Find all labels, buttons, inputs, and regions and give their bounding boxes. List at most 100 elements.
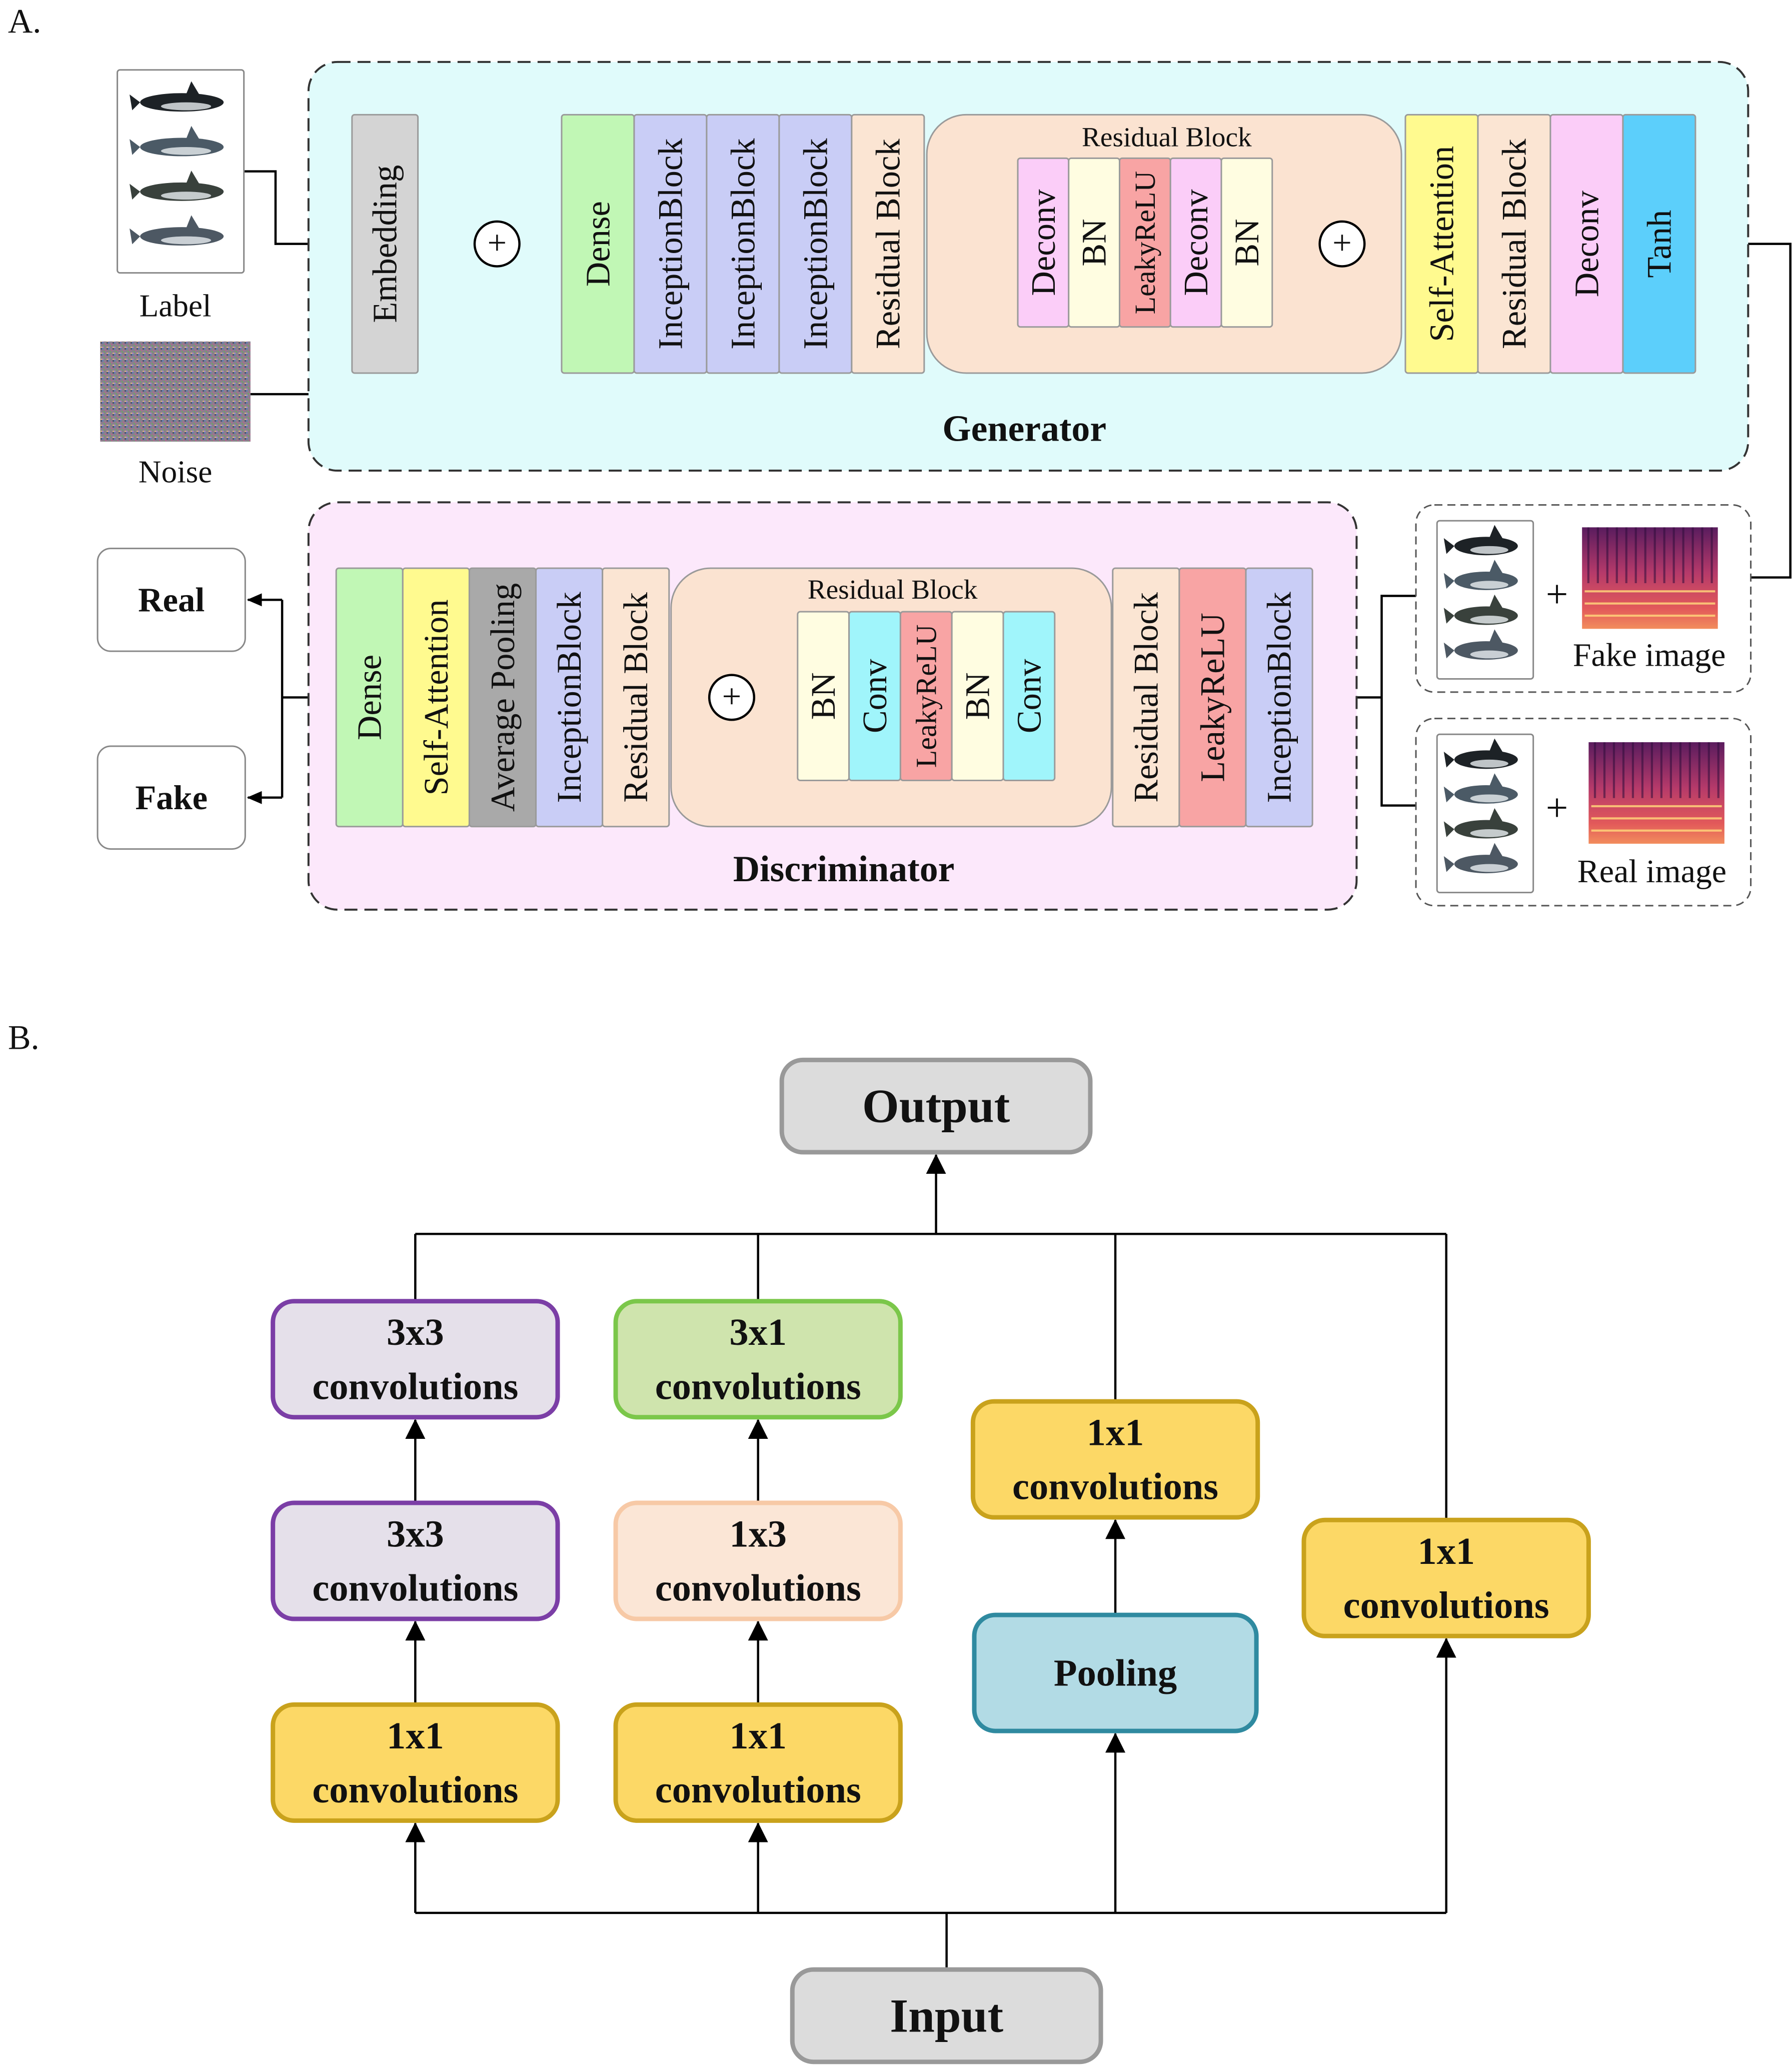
fake-spectrogram — [1582, 527, 1718, 629]
label-caption: Label — [140, 289, 212, 324]
real-sample-label-image-whale-4 — [1443, 843, 1518, 874]
generator-residual-layer-1-label: Deconv — [1024, 189, 1062, 296]
discriminator-residual-layer-1-label: BN — [804, 672, 842, 720]
branch-1-node-3 — [271, 1299, 560, 1420]
panel-a-letter: A. — [8, 2, 42, 40]
fake-sample-label-image-whale-2 — [1443, 560, 1518, 590]
label-image-whale-4 — [130, 215, 224, 246]
real-sample-label-image-whale-1 — [1443, 738, 1518, 769]
generator-tail-block-4-label: Tanh — [1640, 210, 1678, 278]
discriminator-residual-layer-2-label: Conv — [856, 659, 894, 733]
output-node-label: Output — [862, 1080, 1010, 1133]
discriminator-residual-layer-5-label: Conv — [1010, 659, 1048, 733]
fake-sample-label-image-whale-4 — [1443, 629, 1518, 660]
branch-1-node-2 — [271, 1500, 560, 1621]
generator-residual-sum-node-symbol: + — [1332, 224, 1352, 262]
real-output-box — [97, 548, 246, 652]
fake-sample-label-image — [1436, 520, 1534, 680]
boxes-layer — [97, 61, 1752, 2064]
fake-sample-plus: + — [1546, 573, 1568, 616]
label-image-whale-3 — [130, 171, 224, 201]
branch-3-node-1 — [972, 1612, 1259, 1733]
label-image — [117, 69, 245, 274]
fake-output-box — [97, 745, 246, 850]
noise-caption: Noise — [139, 455, 213, 490]
generator-residual-layer-5 — [1220, 157, 1273, 328]
embedding-block — [351, 114, 419, 374]
generator-residual-layer-5-label: BN — [1228, 219, 1266, 266]
discriminator-residual-layer-3-label: LeakyReLU — [910, 625, 942, 768]
samples-merge-line — [1380, 595, 1416, 807]
generator-tail-block-1-label: Self-Attention — [1422, 146, 1460, 342]
generator-block-1-label: Dense — [579, 201, 617, 287]
branch-4-node-1 — [1301, 1517, 1591, 1638]
generator-residual-layer-3-label: LeakyReLU — [1129, 171, 1161, 315]
generator-block-2-label: InceptionBlock — [651, 138, 689, 350]
fake-image-caption: Fake image — [1573, 637, 1726, 674]
generator-block-3-label: InceptionBlock — [724, 138, 762, 350]
real-image-caption: Real image — [1577, 853, 1726, 890]
real-sample-plus: + — [1546, 786, 1568, 830]
generator-sum-node — [473, 220, 521, 268]
discriminator-residual-sum-node-symbol: + — [722, 677, 742, 715]
generator-tail-block-2-label: Residual Block — [1495, 139, 1533, 349]
label-image-whale-2 — [130, 126, 224, 157]
discriminator-entry-block-3-label: InceptionBlock — [1260, 592, 1298, 803]
discriminator-residual-sum-node — [708, 674, 756, 721]
panel-b-letter: B. — [8, 1019, 40, 1057]
fake-sample-label-image-whale-1 — [1443, 525, 1518, 556]
real-sample-label-image — [1436, 733, 1534, 894]
noise-image — [100, 341, 251, 442]
discriminator-head-block-1-label: Dense — [351, 655, 389, 740]
generator-tail-block-4 — [1622, 114, 1696, 374]
real-sample-label-image-whale-3 — [1443, 808, 1518, 839]
generator-residual-layer-2-label: BN — [1075, 219, 1113, 266]
generator-block-5 — [851, 114, 925, 374]
discriminator-head-block-4-label: InceptionBlock — [550, 592, 588, 803]
discriminator-head-block-2-label: Self-Attention — [417, 599, 455, 795]
real-sample-label-image-whale-2 — [1443, 773, 1518, 804]
label-image-whale-1 — [130, 81, 224, 112]
real-output-label: Real — [138, 581, 205, 619]
fake-sample-label-image-whale-3 — [1443, 594, 1518, 625]
branch-2-node-2 — [613, 1500, 903, 1621]
branch-1-node-1 — [271, 1702, 560, 1823]
generator-block-4-label: InceptionBlock — [796, 138, 834, 350]
branch-2-node-3 — [613, 1299, 903, 1420]
generator-residual-layer-4-label: Deconv — [1177, 189, 1215, 296]
discriminator-head-block-3-label: Average Pooling — [484, 583, 522, 812]
input-node — [790, 1967, 1103, 2064]
discriminator-residual-layer-4-label: BN — [959, 672, 997, 720]
generator-residual-title: Residual Block — [1082, 122, 1252, 153]
discriminator-entry-block-1-label: Residual Block — [1127, 592, 1165, 802]
discriminator-entry-block-3 — [1245, 567, 1313, 828]
input-node-label: Input — [890, 1989, 1003, 2042]
discriminator-head-block-5 — [602, 567, 670, 828]
generator-tail-block-3-label: Deconv — [1567, 190, 1605, 297]
discriminator-residual-layer-5 — [1002, 611, 1056, 782]
generator-block-5-label: Residual Block — [869, 139, 907, 349]
discriminator-head-block-5-label: Residual Block — [617, 592, 655, 802]
generator-title: Generator — [942, 408, 1106, 449]
real-spectrogram — [1588, 742, 1724, 844]
output-node — [779, 1057, 1093, 1155]
fake-output-label: Fake — [135, 779, 208, 817]
embedding-block-label: Embedding — [366, 165, 404, 323]
generator-residual-sum-node — [1318, 220, 1366, 268]
discriminator-residual-title: Residual Block — [808, 574, 978, 605]
branch-2-node-1 — [613, 1702, 903, 1823]
discriminator-title: Discriminator — [733, 848, 955, 889]
branch-3-node-1-label: Pooling — [1054, 1652, 1177, 1694]
discriminator-entry-block-2-label: LeakyReLU — [1193, 613, 1231, 782]
branch-3-node-2 — [970, 1399, 1260, 1520]
